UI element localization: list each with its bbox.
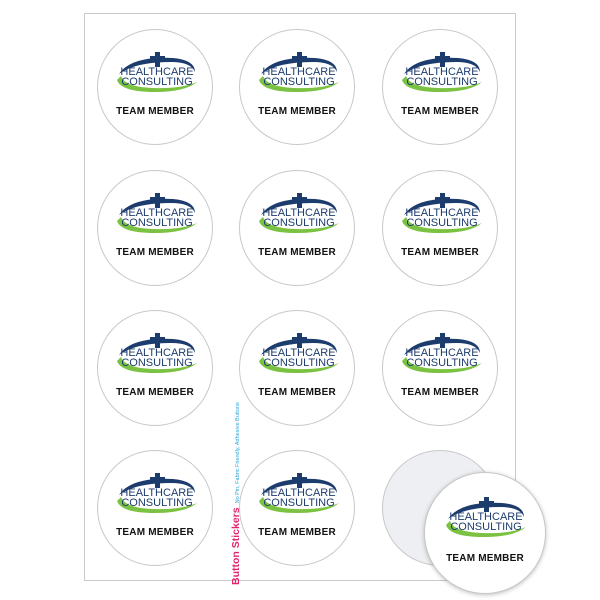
product-title: Button Stickers	[230, 507, 242, 585]
svg-text:HEALTHCARE: HEALTHCARE	[405, 347, 478, 359]
product-label: Button Stickers No Pin, Fabric Friendly, …	[226, 402, 244, 585]
svg-text:HEALTHCARE: HEALTHCARE	[262, 347, 335, 359]
svg-text:CONSULTING: CONSULTING	[121, 217, 192, 229]
team-member-label: TEAM MEMBER	[446, 553, 524, 564]
healthcare-consulting-logo: HEALTHCARE CONSULTING	[117, 52, 197, 92]
svg-text:CONSULTING: CONSULTING	[450, 521, 521, 533]
product-subtitle: No Pin, Fabric Friendly, Adhesive Button…	[235, 402, 241, 504]
svg-text:HEALTHCARE: HEALTHCARE	[405, 207, 478, 219]
svg-text:HEALTHCARE: HEALTHCARE	[449, 511, 522, 523]
team-member-label: TEAM MEMBER	[401, 387, 479, 398]
sticker: HEALTHCARE CONSULTING TEAM MEMBER	[239, 310, 355, 426]
svg-text:CONSULTING: CONSULTING	[121, 497, 192, 509]
healthcare-consulting-logo: HEALTHCARE CONSULTING	[117, 473, 197, 513]
team-member-label: TEAM MEMBER	[116, 527, 194, 538]
svg-text:CONSULTING: CONSULTING	[121, 357, 192, 369]
sticker: HEALTHCARE CONSULTING TEAM MEMBER	[382, 29, 498, 145]
healthcare-consulting-logo: HEALTHCARE CONSULTING	[402, 52, 482, 92]
sticker: HEALTHCARE CONSULTING TEAM MEMBER	[97, 29, 213, 145]
team-member-label: TEAM MEMBER	[258, 387, 336, 398]
sticker: HEALTHCARE CONSULTING TEAM MEMBER	[382, 310, 498, 426]
team-member-label: TEAM MEMBER	[258, 527, 336, 538]
svg-text:HEALTHCARE: HEALTHCARE	[120, 66, 193, 78]
svg-text:CONSULTING: CONSULTING	[263, 76, 334, 88]
team-member-label: TEAM MEMBER	[116, 247, 194, 258]
team-member-label: TEAM MEMBER	[116, 106, 194, 117]
sticker: HEALTHCARE CONSULTING TEAM MEMBER	[97, 170, 213, 286]
svg-text:CONSULTING: CONSULTING	[263, 357, 334, 369]
svg-text:HEALTHCARE: HEALTHCARE	[262, 487, 335, 499]
healthcare-consulting-logo: HEALTHCARE CONSULTING	[402, 193, 482, 233]
team-member-label: TEAM MEMBER	[116, 387, 194, 398]
svg-text:HEALTHCARE: HEALTHCARE	[405, 66, 478, 78]
svg-text:HEALTHCARE: HEALTHCARE	[262, 207, 335, 219]
team-member-label: TEAM MEMBER	[401, 247, 479, 258]
healthcare-consulting-logo: HEALTHCARE CONSULTING	[402, 333, 482, 373]
team-member-label: TEAM MEMBER	[258, 247, 336, 258]
sticker: HEALTHCARE CONSULTING TEAM MEMBER	[239, 29, 355, 145]
peeled-sticker: HEALTHCARE CONSULTING TEAM MEMBER	[424, 472, 546, 594]
svg-text:CONSULTING: CONSULTING	[406, 217, 477, 229]
svg-text:CONSULTING: CONSULTING	[263, 217, 334, 229]
healthcare-consulting-logo: HEALTHCARE CONSULTING	[259, 473, 339, 513]
sticker: HEALTHCARE CONSULTING TEAM MEMBER	[382, 170, 498, 286]
svg-text:CONSULTING: CONSULTING	[406, 357, 477, 369]
svg-text:CONSULTING: CONSULTING	[121, 76, 192, 88]
svg-text:CONSULTING: CONSULTING	[406, 76, 477, 88]
svg-text:CONSULTING: CONSULTING	[263, 497, 334, 509]
sticker: HEALTHCARE CONSULTING TEAM MEMBER	[239, 170, 355, 286]
healthcare-consulting-logo: HEALTHCARE CONSULTING	[259, 52, 339, 92]
sticker: HEALTHCARE CONSULTING TEAM MEMBER	[239, 450, 355, 566]
svg-text:HEALTHCARE: HEALTHCARE	[262, 66, 335, 78]
sticker: HEALTHCARE CONSULTING TEAM MEMBER	[97, 310, 213, 426]
healthcare-consulting-logo: HEALTHCARE CONSULTING	[446, 497, 526, 537]
team-member-label: TEAM MEMBER	[258, 106, 336, 117]
healthcare-consulting-logo: HEALTHCARE CONSULTING	[259, 193, 339, 233]
svg-text:HEALTHCARE: HEALTHCARE	[120, 487, 193, 499]
healthcare-consulting-logo: HEALTHCARE CONSULTING	[259, 333, 339, 373]
healthcare-consulting-logo: HEALTHCARE CONSULTING	[117, 333, 197, 373]
svg-text:HEALTHCARE: HEALTHCARE	[120, 347, 193, 359]
healthcare-consulting-logo: HEALTHCARE CONSULTING	[117, 193, 197, 233]
svg-text:HEALTHCARE: HEALTHCARE	[120, 207, 193, 219]
sticker: HEALTHCARE CONSULTING TEAM MEMBER	[97, 450, 213, 566]
team-member-label: TEAM MEMBER	[401, 106, 479, 117]
